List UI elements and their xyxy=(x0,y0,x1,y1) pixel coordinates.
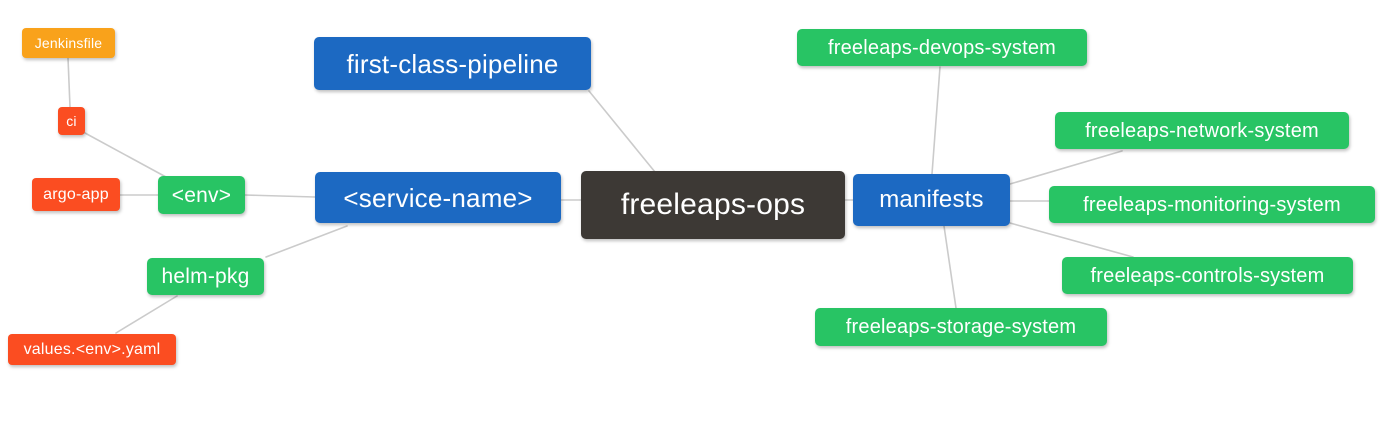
edge-helm-pkg-to-values-env-yaml xyxy=(115,295,178,334)
edge-service-name-to-helm-pkg xyxy=(265,225,348,258)
node-freeleaps-ops[interactable]: freeleaps-ops xyxy=(581,171,845,239)
node-freeleaps-storage-system[interactable]: freeleaps-storage-system xyxy=(815,308,1107,346)
node-helm-pkg[interactable]: helm-pkg xyxy=(147,258,264,295)
node-manifests[interactable]: manifests xyxy=(853,174,1010,226)
node-jenkinsfile[interactable]: Jenkinsfile xyxy=(22,28,115,58)
edge-manifests-to-freeleaps-devops-system xyxy=(931,66,941,175)
node-first-class-pipeline[interactable]: first-class-pipeline xyxy=(314,37,591,90)
node-freeleaps-controls-system[interactable]: freeleaps-controls-system xyxy=(1062,257,1353,294)
edge-manifests-to-freeleaps-storage-system xyxy=(943,225,957,309)
node-values-env-yaml[interactable]: values.<env>.yaml xyxy=(8,334,176,365)
edge-first-class-pipeline-to-freeleaps-ops xyxy=(588,90,656,173)
node-argo-app[interactable]: argo-app xyxy=(32,178,120,211)
node-env[interactable]: <env> xyxy=(158,176,245,214)
node-freeleaps-network-system[interactable]: freeleaps-network-system xyxy=(1055,112,1349,149)
edge-jenkinsfile-to-ci xyxy=(67,57,71,108)
node-service-name[interactable]: <service-name> xyxy=(315,172,561,223)
node-ci[interactable]: ci xyxy=(58,107,85,135)
edge-manifests-to-freeleaps-network-system xyxy=(1009,150,1123,185)
node-freeleaps-devops-system[interactable]: freeleaps-devops-system xyxy=(797,29,1087,66)
edge-ci-to-env xyxy=(84,132,167,178)
node-freeleaps-monitoring-system[interactable]: freeleaps-monitoring-system xyxy=(1049,186,1375,223)
edge-manifests-to-freeleaps-controls-system xyxy=(1009,222,1134,258)
edge-env-to-service-name xyxy=(244,194,316,198)
